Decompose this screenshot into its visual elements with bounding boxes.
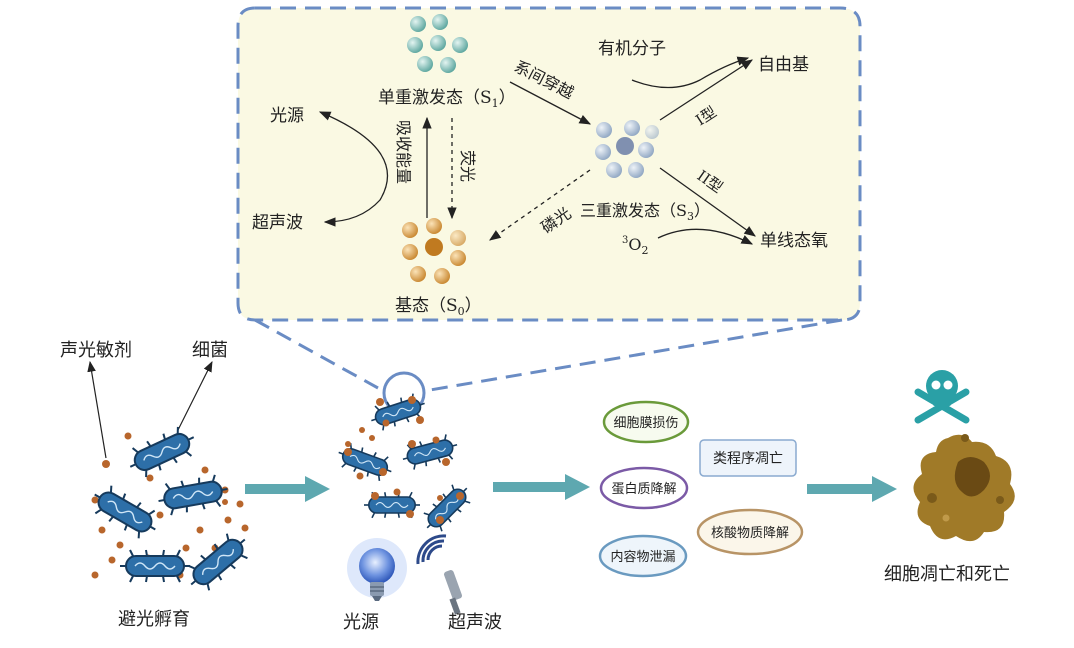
effect-membrane: 细胞膜损伤 [602,400,690,444]
singlet-oxygen-label: 单线态氧 [760,231,828,251]
singlet-molecule-cluster [407,14,468,73]
flow-arrow-3 [807,476,897,502]
isc-arrow [509,81,592,125]
type2-arrow [659,167,756,237]
zoom-line-left [254,318,379,390]
ground-state-molecule-cluster [402,218,466,284]
bacterium [398,431,462,473]
ultrasound-label: 超声波 [448,612,502,633]
skull-crossbones-icon [914,370,970,424]
leak-label: 内容物泄漏 [610,549,675,565]
pointer-lines [87,360,213,459]
light-source-label: 光源 [343,612,379,633]
effect-nucleic: 核酸物质降解 [696,508,804,556]
inset-ultrasound-label: 超声波 [252,213,303,233]
nucleic-label: 核酸物质降解 [711,526,789,541]
ultrasound-probe-icon [416,534,462,615]
membrane-label: 细胞膜损伤 [613,416,678,431]
bacterium [85,479,165,545]
effect-leak: 内容物泄漏 [598,534,688,578]
bacterium [333,439,397,485]
absorb-label: 吸收能量 [394,120,413,184]
singlet-label: 单重激发态（S1） [378,88,516,110]
flow-arrows [245,474,897,502]
effect-protein: 蛋白质降解 [599,466,689,510]
ground-state-label: 基态（S0） [395,296,482,318]
bacterium [179,526,257,598]
protein-label: 蛋白质降解 [611,481,676,497]
flow-arrow-2 [493,474,590,500]
incubation-label: 避光孵育 [118,609,190,630]
bacterium [154,472,232,518]
o2-curve [657,228,754,245]
organic-curve [631,56,750,89]
type1-arrow [659,59,753,121]
triplet-label: 三重激发态（S3） [580,201,710,223]
cell-death-label: 细胞凋亡和死亡 [884,564,1010,585]
inset-arrows [318,56,756,245]
zoom-line-right [429,318,843,392]
dead-cell-icon [913,434,1015,542]
inset-panel [236,6,862,392]
fluorescence-label: 荧光 [458,150,477,182]
incubation-group [85,360,257,598]
flow-arrow-1 [245,476,330,502]
triplet-molecule-cluster [595,120,659,178]
effect-apoptosis-like: 类程序凋亡 [699,439,797,477]
organic-label: 有机分子 [598,39,666,59]
treated-bacteria-group [333,371,477,538]
light-bulb-icon [347,538,407,601]
radical-label: 自由基 [758,55,809,75]
bacterium [366,390,430,434]
bacterium [417,478,477,538]
inset-light-label: 光源 [270,106,304,126]
sensitizer-label: 声光敏剂 [60,340,132,361]
apoptosis-like-label: 类程序凋亡 [713,451,783,467]
triplet-oxygen-label: 3O2 [622,235,649,257]
bacterium [122,421,202,483]
bacteria-label: 细菌 [192,340,228,361]
bound-particles [344,396,464,524]
source-curve [318,111,389,227]
